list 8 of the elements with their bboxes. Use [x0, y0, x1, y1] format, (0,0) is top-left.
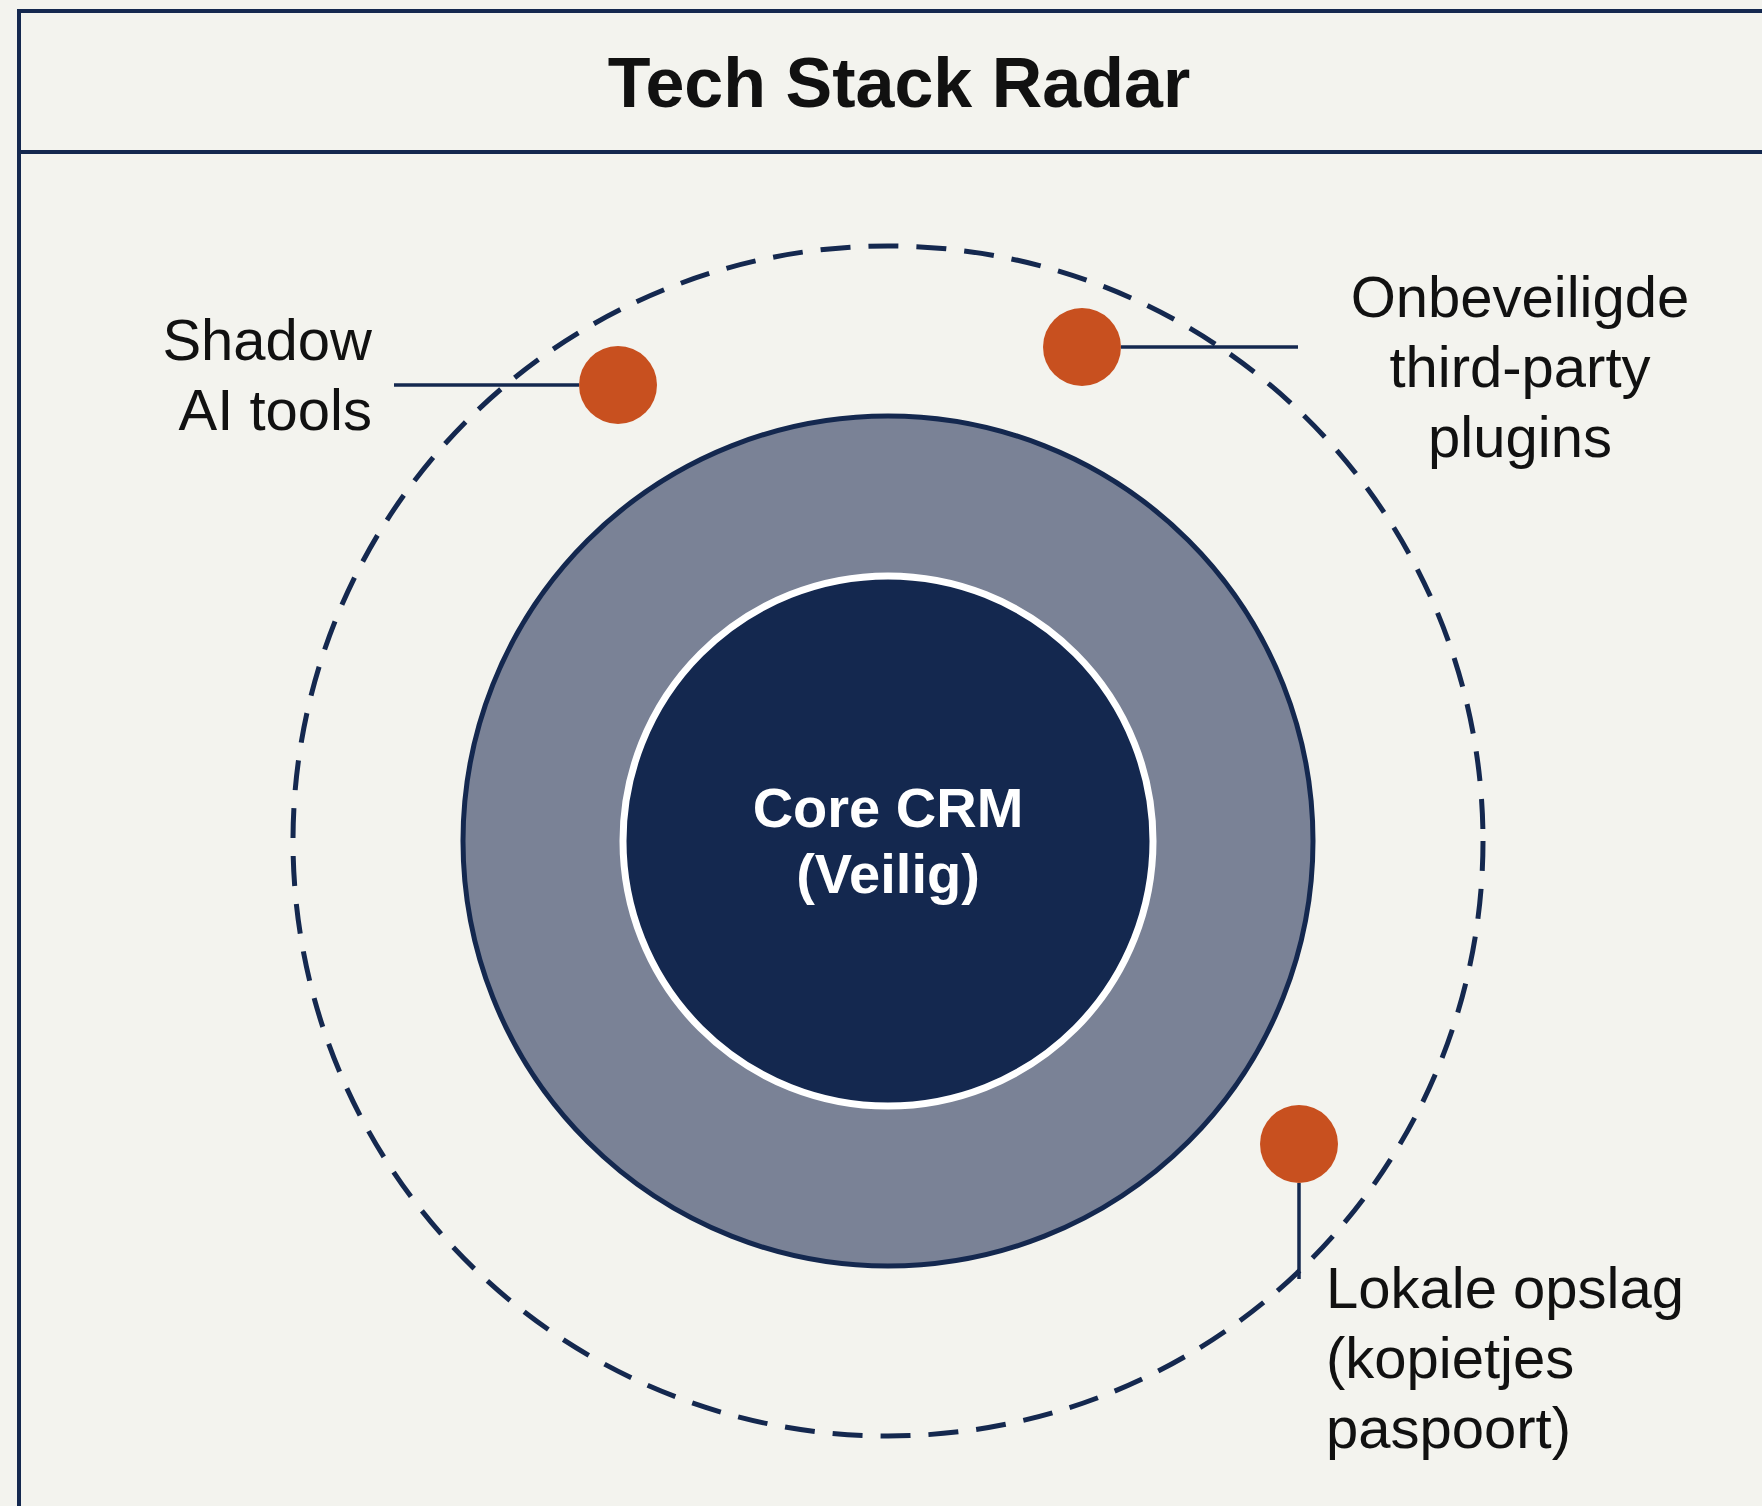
label-text: Shadow AI tools	[110, 305, 372, 445]
title: Tech Stack Radar	[606, 43, 1192, 124]
leader-line	[1121, 345, 1298, 349]
leader-line	[394, 383, 579, 387]
leader-line	[1297, 1183, 1301, 1279]
label-text: Lokale opslag (kopietjes paspoort)	[1280, 1253, 1746, 1465]
label-text: Onbeveiligde third-party plugins	[1320, 262, 1720, 474]
core-label: Core CRM (Veilig)	[751, 775, 1025, 907]
